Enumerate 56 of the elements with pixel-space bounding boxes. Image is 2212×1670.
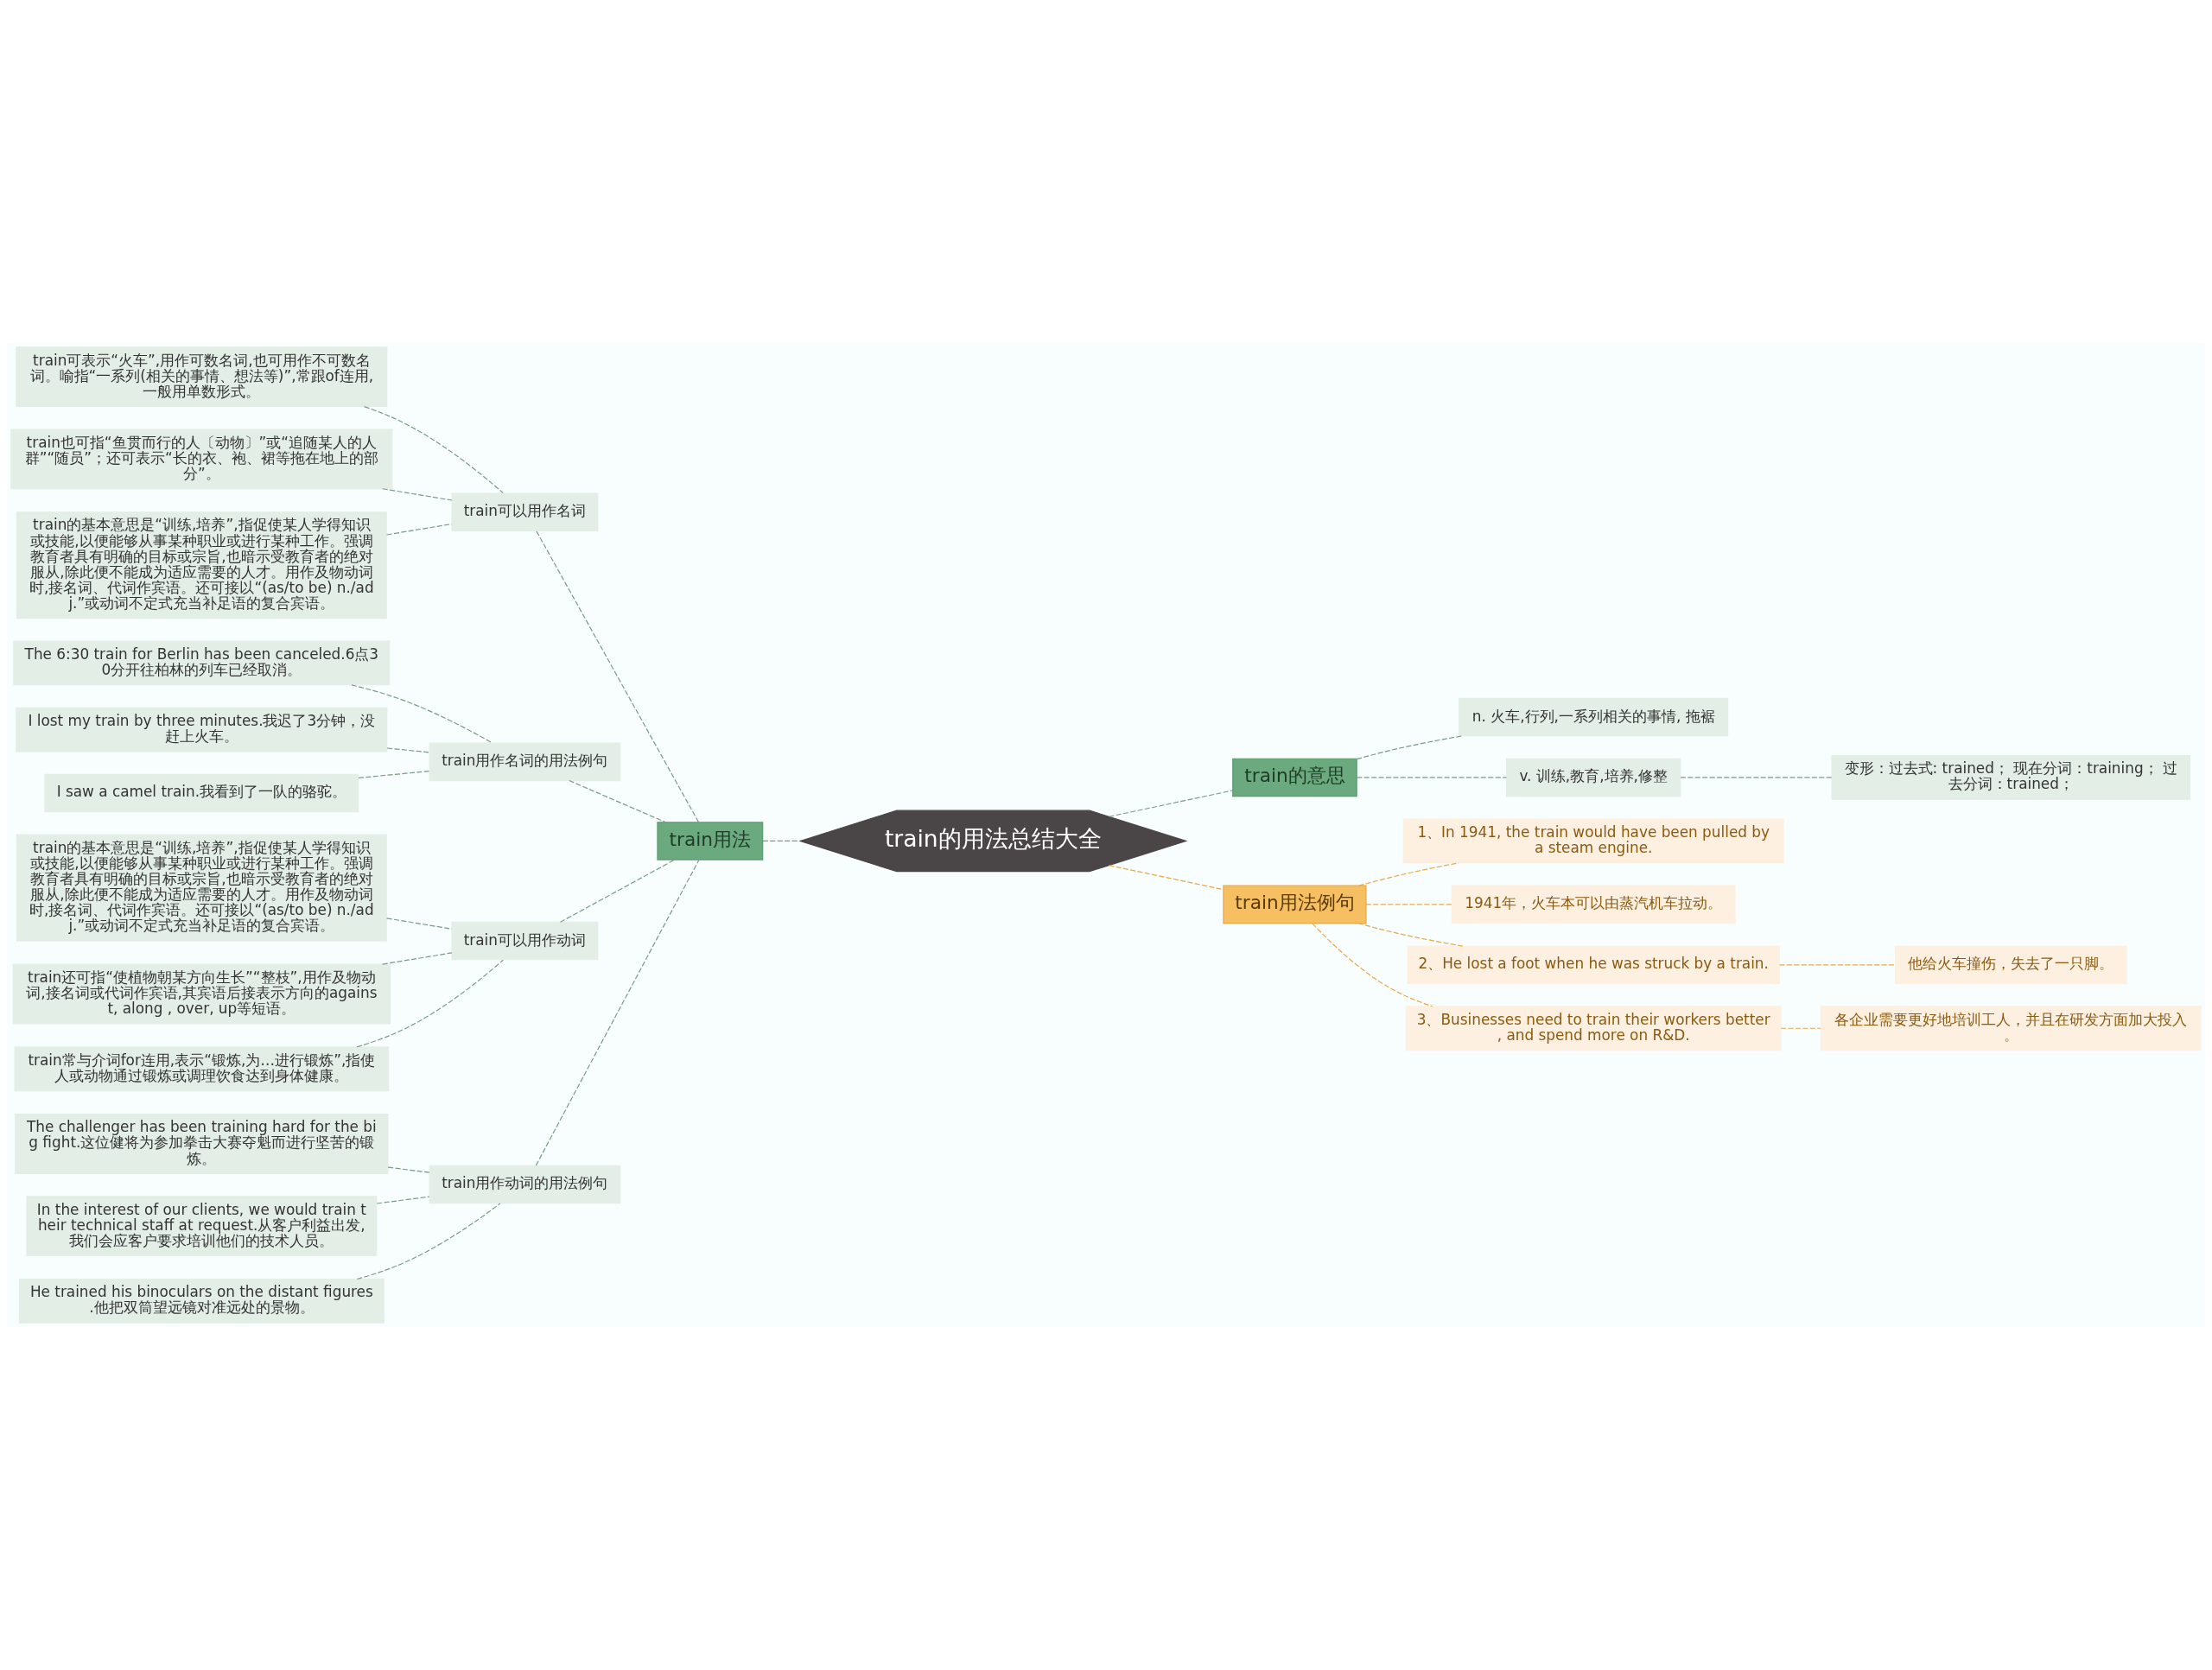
node-box: v. 训练,教育,培养,修整 (1506, 758, 1681, 797)
node-box: 变形：过去式: trained； 现在分词：training； 过去分词：trained； (1831, 755, 2191, 800)
node-box: 各企业需要更好地培训工人，并且在研发方面加大投入。 (1820, 1006, 2202, 1051)
node-box: 他给火车撞伤，失去了一只脚。 (1894, 945, 2127, 985)
node-box: train还可指“使植物朝某方向生长”“整枝”,用作及物动词,接名词或代词作宾语,其宾语后接表示方向的against, along , over, up等短语。 (12, 963, 391, 1025)
node-box: train可表示“火车”,用作可数名词,也可用作不可数名词。喻指“一系列(相关的事情、想法等)”,常跟of连用,一般用单数形式。 (16, 346, 388, 408)
connector (1108, 865, 1224, 891)
connector (569, 779, 666, 823)
node-box: train用法例句 (1223, 885, 1367, 924)
connector (385, 918, 453, 930)
connector (1356, 777, 1507, 778)
node-box: train的意思 (1232, 758, 1357, 797)
connector (386, 747, 430, 753)
connector (385, 523, 453, 536)
node-box: train的基本意思是“训练,培养”,指促使某人学得知识或技能,以便能够从事某种职业或进行某种工作。强调教育者具有明确的目标或宗旨,也暗示受教育者的绝对服从,除此便不能成为适应需要的人才。用作及物动词时,接名词、代词作宾语。还可接以“(as/to be) n./adj.”或动词不定式充当补足语的复合宾语。 (16, 511, 387, 619)
connector (1312, 923, 1433, 1007)
connector (1356, 735, 1464, 760)
connector (356, 1203, 501, 1280)
node-box: train常与介词for连用,表示“锻炼,为…进行锻炼”,指使人或动物通过锻炼或调理饮食达到身体健康。 (14, 1046, 390, 1092)
node-box: He trained his binoculars on the distant figures.他把双筒望远镜对准远处的景物。 (18, 1279, 385, 1324)
connector (1780, 1027, 1821, 1029)
node-box: 1、In 1941, the train would have been pulled by a steam engine. (1402, 818, 1784, 864)
connector (364, 406, 504, 494)
connector (559, 859, 676, 923)
node-box: train可以用作动词 (451, 921, 599, 961)
connector (376, 1196, 430, 1204)
node-box: 3、Businesses need to train their workers better, and spend more on R&D. (1405, 1006, 1782, 1051)
connector (1357, 923, 1464, 947)
connector (1108, 790, 1234, 817)
node-box: The 6:30 train for Berlin has been canceled.6点30分开往柏林的列车已经取消。 (13, 640, 391, 686)
connector (358, 770, 430, 779)
node-box: train可以用作名词 (451, 492, 599, 532)
node-box: 1941年，火车本可以由蒸汽机车拉动。 (1451, 885, 1736, 924)
node-box: train用作名词的用法例句 (429, 742, 621, 782)
node-box: train的基本意思是“训练,培养”,指促使某人学得知识或技能,以便能够从事某种职业或进行某种工作。强调教育者具有明确的目标或宗旨,也暗示受教育者的绝对服从,除此便不能成为适应需要的人才。用作及物动词时,接名词、代词作宾语。还可接以“(as/to be) n./adj.”或动词不定式充当补足语的复合宾语。 (16, 834, 387, 942)
connector (351, 684, 493, 744)
node-box: I lost my train by three minutes.我迟了3分钟，没赶上火车。 (16, 707, 388, 752)
connector (382, 952, 453, 965)
node-box: train用作动词的用法例句 (429, 1165, 621, 1204)
connector (387, 1166, 430, 1173)
connector (536, 530, 700, 823)
node-box: n. 火车,行列,一系列相关的事情, 拖裾 (1459, 697, 1729, 737)
connector (1778, 964, 1896, 966)
node-box: I saw a camel train.我看到了一队的骆驼。 (44, 773, 359, 813)
connector (1357, 862, 1459, 886)
node-box: train也可指“鱼贯而行的人〔动物〕”或“追随某人的人群”“随员”；还可表示“长的衣、袍、裙等拖在地上的部分”。 (10, 429, 393, 490)
node-box: 2、He lost a foot when he was struck by a train. (1407, 945, 1780, 985)
connector (762, 840, 801, 842)
node-box: train用法 (657, 822, 764, 860)
connector (1365, 904, 1452, 905)
node-box: The challenger has been training hard for the big fight.这位健将为参加拳击大赛夺魁而进行坚苦的锻炼。 (15, 1114, 389, 1174)
connector (535, 859, 700, 1166)
connector (382, 488, 453, 501)
node-box: In the interest of our clients, we would train their technical staff at request.从客户利益出发,我们会应客户要求培训他们的技术人员。 (26, 1196, 378, 1257)
connector (356, 959, 504, 1048)
connector (1680, 777, 1833, 778)
